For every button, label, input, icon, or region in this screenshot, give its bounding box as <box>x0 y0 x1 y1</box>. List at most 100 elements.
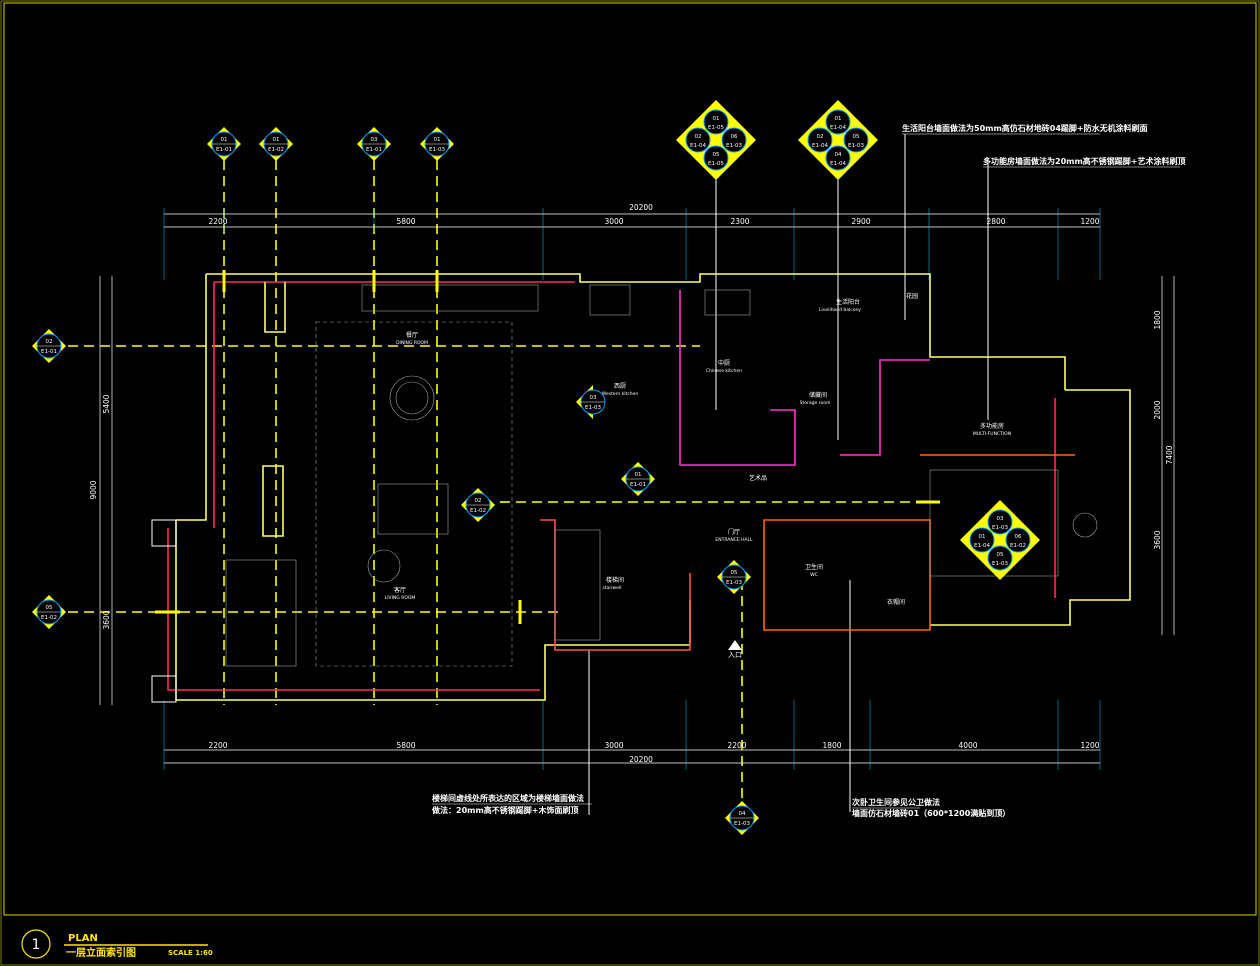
tag-mid-02-top: 02 <box>475 498 482 504</box>
cluster-a-w: 02 <box>695 134 702 140</box>
window-accents <box>155 270 940 624</box>
title-block: 1 PLAN 一层立面索引图 SCALE 1:60 <box>21 929 213 959</box>
dim-bottom-3: 3000 <box>604 741 623 750</box>
elevation-tag: 02 E1-02 <box>461 488 495 522</box>
cluster-b-n2: E1-04 <box>830 125 846 131</box>
tag-mid-03-top: 03 <box>590 395 597 401</box>
cluster-a-e2: E1-03 <box>726 143 742 149</box>
elevation-cluster-b: 01 02 05 04 E1-04 E1-04 E1-03 E1-04 <box>798 100 878 180</box>
cluster-b-e2: E1-03 <box>848 143 864 149</box>
room-balcony-en: Livelihood balcony <box>819 307 861 313</box>
dim-bottom-5: 1800 <box>822 741 841 750</box>
dim-bottom-total: 20200 <box>629 755 653 764</box>
cluster-b-w2: E1-04 <box>812 143 828 149</box>
elevation-cluster-a: 01 02 06 05 E1-05 E1-04 E1-03 E1-05 <box>676 100 756 180</box>
room-western-kitchen: 西厨 <box>614 383 626 390</box>
dim-top-total: 20200 <box>629 203 653 212</box>
dim-bottom-6: 4000 <box>958 741 977 750</box>
room-entrance-en: ENTRANCE HALL <box>715 537 753 543</box>
dim-text-left: 9000 5400 3600 <box>89 394 111 629</box>
tag-01a-bottom: E1-01 <box>216 147 232 153</box>
dim-top-1: 2200 <box>208 217 227 226</box>
cluster-a-s2: E1-05 <box>708 161 724 167</box>
note-top-right-1: 生活阳台墙面做法为50mm高仿石材地砖04踢脚+防水无机涂料刷面 <box>902 123 1148 133</box>
elevation-tag: 01 E1-03 <box>420 127 454 161</box>
dim-right-total: 7400 <box>1165 445 1174 464</box>
cluster-b-e: 05 <box>853 134 860 140</box>
sheet-border <box>3 2 1257 916</box>
dim-right-1: 1800 <box>1153 310 1162 329</box>
dim-left-total: 9000 <box>89 480 98 499</box>
dim-text-top: 20200 2200 5800 3000 2300 2900 2800 1200 <box>208 203 1099 226</box>
room-wc-en: WC <box>810 572 818 578</box>
elevation-tag: 05 E1-03 <box>717 560 751 594</box>
column-sw <box>151 675 177 703</box>
elevation-tag: 03 E1-01 <box>357 127 391 161</box>
cluster-c-e2: E1-02 <box>1010 543 1026 549</box>
room-dining-en: DINING ROOM <box>396 340 428 346</box>
elevation-tag: 03 E1-03 <box>576 385 606 419</box>
title-circle <box>21 929 51 959</box>
tag-01b-bottom: E1-02 <box>268 147 284 153</box>
tag-bottom-04-bottom: E1-03 <box>734 821 750 827</box>
cluster-b-w: 02 <box>817 134 824 140</box>
tag-01c-top: 01 <box>434 137 441 143</box>
cluster-c-s: 05 <box>997 552 1004 558</box>
tag-entry-05-bottom: E1-03 <box>726 580 742 586</box>
dim-top-3: 3000 <box>604 217 623 226</box>
dim-bottom-1: 2200 <box>208 741 227 750</box>
walls <box>167 273 1131 701</box>
room-multi-en: MULTI-FUNCTION <box>973 431 1011 437</box>
cluster-a-e: 06 <box>731 134 738 140</box>
entry-arrow-icon <box>728 640 742 650</box>
cluster-b-s2: E1-04 <box>830 161 846 167</box>
elevation-tag: 02 E1-01 <box>32 329 66 363</box>
cluster-c-n2: E1-03 <box>992 525 1008 531</box>
room-storage-en: Storage room <box>800 400 831 406</box>
column-nw <box>151 519 177 547</box>
tag-03a-bottom: E1-01 <box>366 147 382 153</box>
dim-left-1: 5400 <box>102 394 111 413</box>
title-scale: SCALE 1:60 <box>168 949 213 957</box>
dim-right-3: 3600 <box>1153 530 1162 549</box>
room-stair: 楼梯间 <box>606 576 624 584</box>
cluster-c-s2: E1-03 <box>992 561 1008 567</box>
dim-text-bottom: 2200 5800 3000 2200 1800 4000 1200 20200 <box>208 741 1099 764</box>
dim-top-6: 2800 <box>986 217 1005 226</box>
tag-left-02-top: 02 <box>46 339 53 345</box>
room-living: 客厅 <box>394 586 406 594</box>
title-cn: 一层立面索引图 <box>66 946 136 959</box>
dimension-lines <box>99 213 1175 764</box>
dim-bottom-7: 1200 <box>1080 741 1099 750</box>
elevation-tag: 05 E1-02 <box>32 595 66 629</box>
cluster-a-n: 01 <box>713 116 720 122</box>
tag-entry-05-top: 05 <box>731 570 738 576</box>
cluster-c-w: 01 <box>979 534 986 540</box>
room-multi: 多功能房 <box>980 422 1004 430</box>
note-bottom-right-1: 次卧卫生间参见公卫做法 <box>852 797 940 807</box>
tag-03a-top: 03 <box>371 137 378 143</box>
elevation-tag: 01 E1-01 <box>207 127 241 161</box>
leader-lines <box>588 134 989 815</box>
room-dining: 餐厅 <box>406 331 418 339</box>
cluster-c-n: 03 <box>997 516 1004 522</box>
cluster-a-w2: E1-04 <box>690 143 706 149</box>
room-art: 艺术品 <box>749 474 767 482</box>
tag-mid-03-bottom: E1-03 <box>585 405 601 411</box>
tag-bottom-04-top: 04 <box>739 811 746 817</box>
dimension-ticks <box>163 208 1101 770</box>
cluster-b-s: 04 <box>835 152 842 158</box>
room-balcony: 生活阳台 <box>836 298 860 306</box>
note-bottom-left-2: 做法：20mm高不锈钢踢脚+木饰面刷顶 <box>431 805 579 815</box>
note-bottom-left-1: 楼梯间虚线处所表达的区域为楼梯墙面做法 <box>432 793 584 803</box>
dim-top-4: 2300 <box>730 217 749 226</box>
tag-01a-top: 01 <box>221 137 228 143</box>
tag-left-05-bottom: E1-02 <box>41 615 57 621</box>
room-garden: 花园 <box>906 292 918 300</box>
room-western-kitchen-en: Western kitchen <box>602 391 639 397</box>
elevation-tag: 04 E1-03 <box>725 801 759 835</box>
elevation-tag: 01 E1-02 <box>259 127 293 161</box>
room-dressing: 衣帽间 <box>887 598 905 606</box>
axis-lines <box>68 160 930 800</box>
